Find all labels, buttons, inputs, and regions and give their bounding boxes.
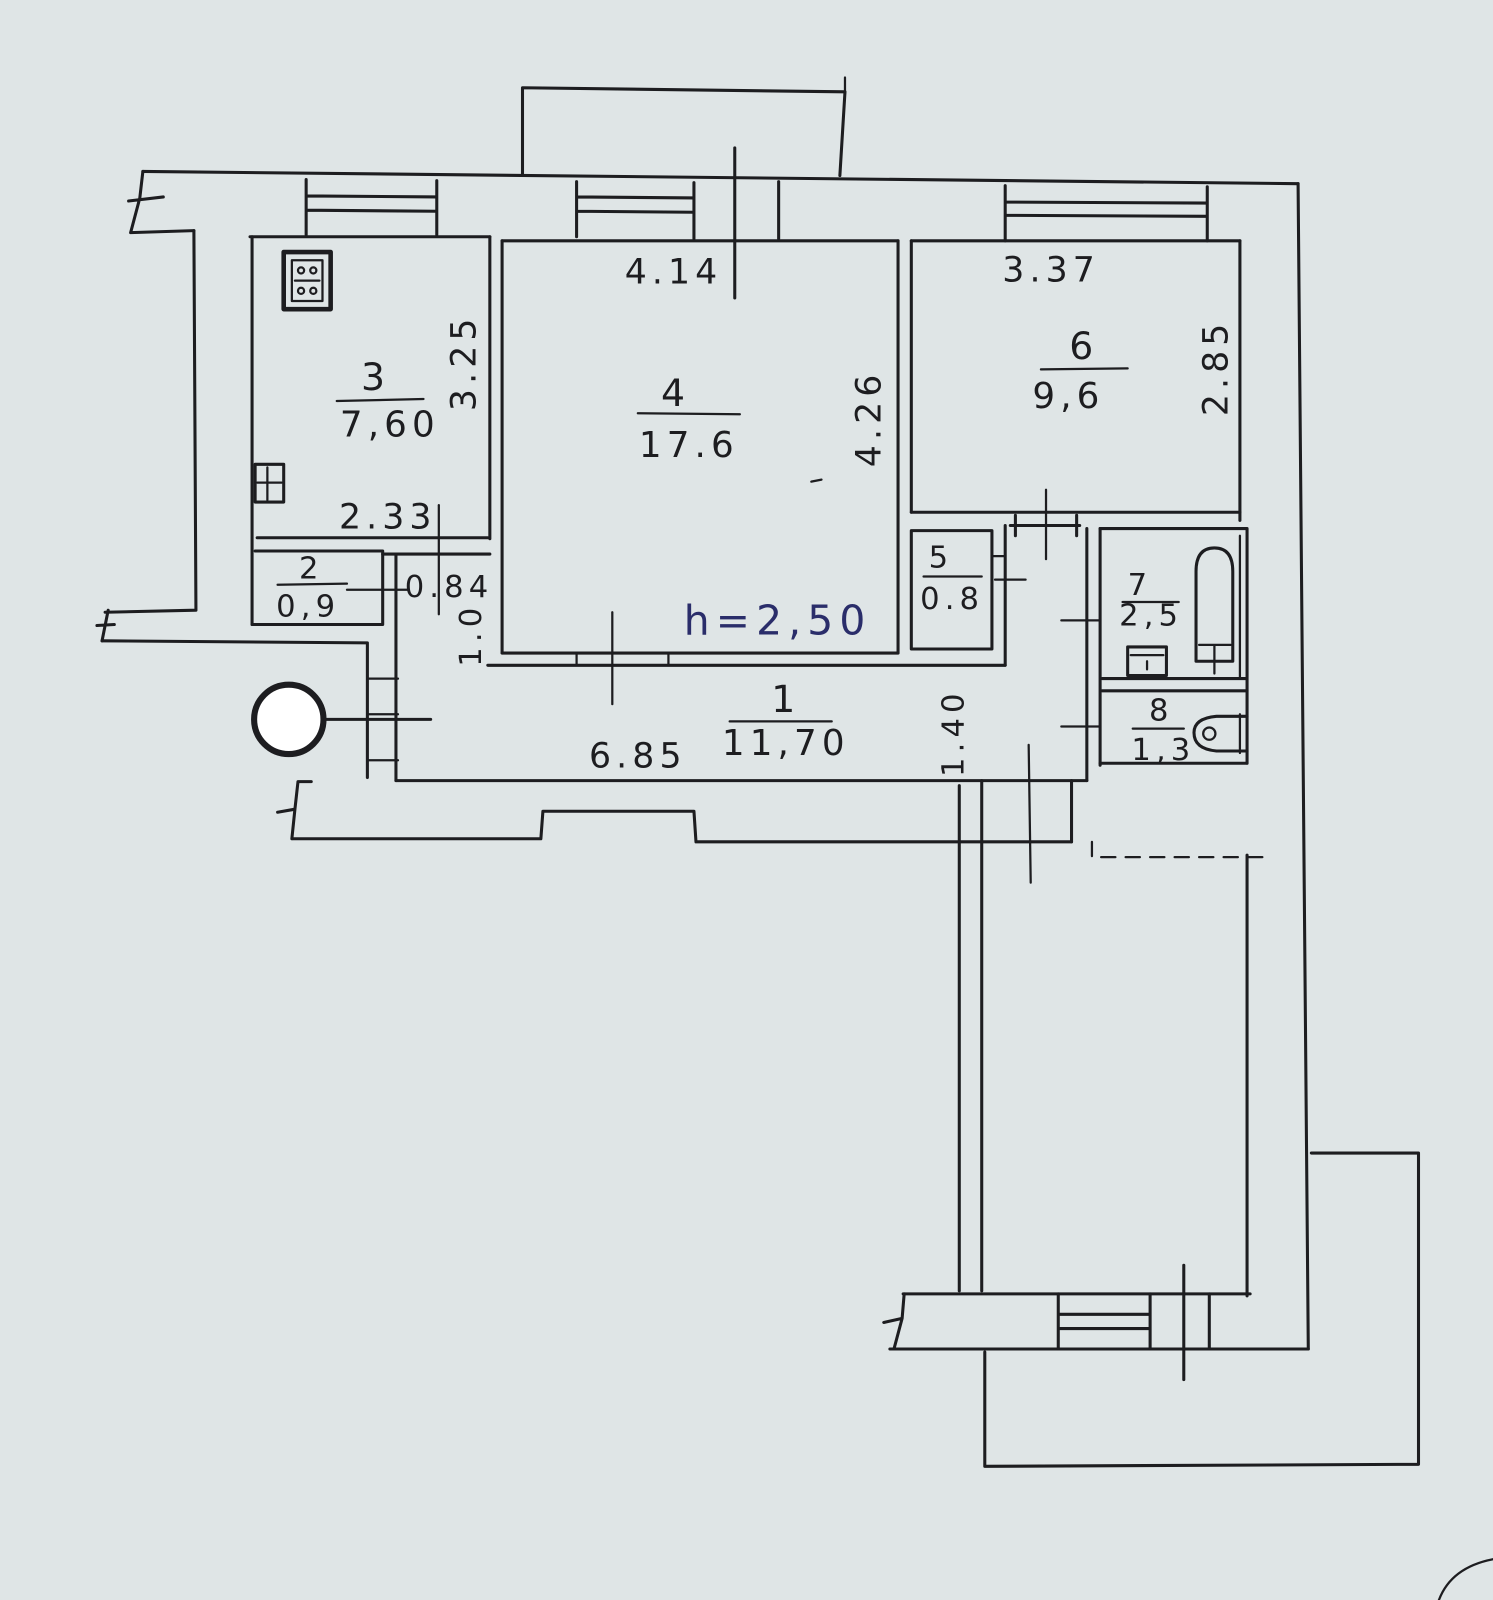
paper-corner-mark — [1437, 1558, 1493, 1600]
window-room-4 — [575, 180, 696, 241]
bottom-exterior-wall — [291, 809, 1074, 844]
room-5-walls — [909, 529, 994, 651]
room-8-area: 1,3 — [1131, 733, 1195, 768]
wall-break-mark-bottom — [882, 1292, 906, 1351]
room-7-number: 7 — [1128, 568, 1153, 603]
stove-top — [290, 259, 324, 303]
room-6-length: 2.85 — [1196, 319, 1236, 417]
top-balcony — [520, 76, 847, 178]
right-exterior-wall — [1296, 182, 1310, 1351]
stove-burner — [309, 266, 318, 275]
room-2-area: 0,9 — [276, 589, 340, 624]
room-8-walls — [1098, 689, 1249, 765]
bathtub-drain — [1197, 643, 1232, 675]
room-1-length: 6.85 — [589, 736, 687, 776]
ceiling-height: h=2,50 — [684, 597, 872, 645]
interior-top-walls — [248, 235, 1242, 243]
bathtub-icon — [1194, 546, 1235, 675]
washbasin-body — [1126, 645, 1168, 678]
room-1-number: 1 — [771, 677, 800, 721]
top-exterior-wall — [141, 169, 1300, 186]
toilet-icon — [1192, 713, 1249, 755]
passage-width: 0.84 — [405, 570, 494, 605]
exterior-walls — [95, 169, 1310, 1351]
room-7-area: 2,5 — [1119, 599, 1183, 634]
room-5-door-tick — [990, 555, 1027, 581]
room-8-number: 8 — [1149, 693, 1174, 728]
left-exterior-wall — [103, 229, 198, 614]
hall-door-tick — [1027, 743, 1032, 884]
room-4-dash — [810, 478, 823, 483]
balcony-outline — [520, 86, 847, 178]
room-3-fraction-line — [335, 397, 425, 403]
sink-line — [256, 466, 283, 502]
entry-door-ticks — [366, 677, 400, 762]
room-7: 7 2,5 — [1098, 527, 1249, 765]
bathroom-door-ticks — [1060, 619, 1102, 728]
room-1-area: 11,70 — [722, 723, 850, 764]
wall-break-mark-left — [95, 608, 116, 643]
room-8: 8 1,3 — [1098, 689, 1249, 768]
riser-circle — [251, 681, 327, 758]
sink-body — [253, 462, 286, 504]
bathtub-outline — [1194, 546, 1235, 663]
room-6-width: 3.37 — [1002, 251, 1100, 291]
room-4-width: 4.14 — [625, 253, 723, 293]
room-5-area: 0.8 — [920, 582, 984, 617]
riser-pipe-icon — [251, 681, 433, 758]
washbasin-icon — [1126, 645, 1168, 678]
room-4-fraction-line — [636, 412, 741, 416]
room-3-width: 2.33 — [339, 498, 437, 538]
room-2: 2 0,9 0.84 1.0 — [250, 503, 494, 783]
room-3-number: 3 — [361, 355, 390, 399]
window-room-3 — [304, 178, 439, 237]
room-3: 3 7,60 3.25 2.33 — [250, 235, 492, 627]
stove-burner — [296, 266, 306, 275]
dashed-wall-line — [1090, 840, 1267, 859]
room-5-number: 5 — [929, 540, 954, 575]
stove-burner — [296, 286, 306, 295]
stove-burner — [309, 286, 318, 295]
room-4-length: 4.26 — [849, 370, 889, 468]
room-7-walls — [1098, 527, 1249, 765]
bottom-balcony — [983, 1151, 1421, 1468]
room-3-area: 7,60 — [340, 405, 440, 446]
windows — [304, 146, 1209, 300]
washbasin-rim — [1129, 653, 1165, 671]
toilet-bowl — [1192, 714, 1249, 753]
kitchen-sink-icon — [253, 462, 286, 504]
room-4-area: 17.6 — [639, 425, 739, 466]
window-room-6 — [1003, 184, 1209, 243]
wall-break-mark-top-left — [127, 169, 196, 235]
stove-body — [281, 249, 333, 312]
room-6: 3.37 6 9,6 2.85 — [909, 239, 1242, 561]
room-5: 5 0.8 — [909, 523, 1027, 667]
toilet-hole — [1202, 726, 1217, 741]
room-4-door-jambs — [575, 651, 670, 667]
room-3-length: 3.25 — [444, 313, 484, 411]
room-4-number: 4 — [661, 371, 690, 415]
room-6-area: 9,6 — [1032, 376, 1104, 417]
room-2-fraction-line — [276, 582, 349, 586]
passage-length: 1.0 — [454, 603, 489, 667]
stove-icon — [281, 249, 333, 312]
room-2-walls — [250, 549, 385, 627]
bottom-balcony-outline — [983, 1151, 1421, 1468]
window-lower-wing — [1056, 1292, 1152, 1351]
room-2-number: 2 — [299, 552, 324, 587]
room-6-fraction-line — [1039, 367, 1129, 371]
wall-break-mark-bottom-left — [276, 780, 313, 841]
room-1-width: 1.40 — [937, 688, 972, 777]
stairwell-wall — [100, 639, 369, 780]
room-4: 4.14 4 17.6 4.26 h=2,50 — [500, 239, 900, 706]
room-6-number: 6 — [1069, 324, 1098, 368]
room-1: 1 11,70 6.85 1.40 — [366, 527, 1102, 884]
lower-wing — [882, 779, 1310, 1382]
